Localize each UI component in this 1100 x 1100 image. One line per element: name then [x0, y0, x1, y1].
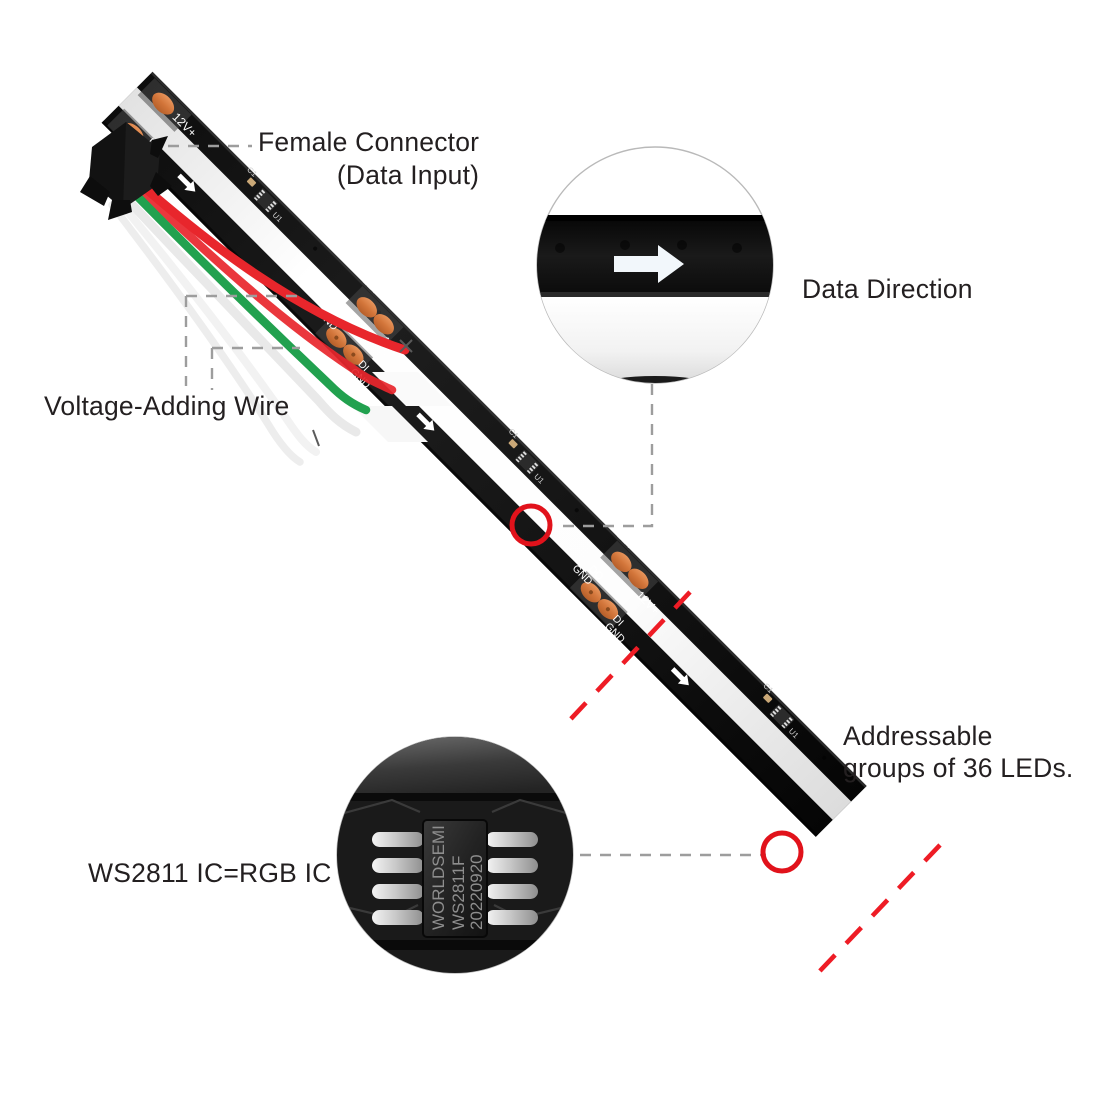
- capacitor-c1: [246, 177, 257, 187]
- wire-tip-marks: [312, 339, 413, 447]
- wire-tip-x-mark: [399, 339, 413, 353]
- highlight-arrow-circle: [509, 503, 553, 547]
- inset-data-arrow-icon: [614, 245, 684, 283]
- data-direction-inset: [536, 146, 774, 384]
- leader-data-direction: [556, 384, 654, 528]
- chip-text-datecode: 20220920: [467, 854, 486, 930]
- pad-12v-b: [628, 568, 649, 589]
- chip-text-worldsemi: WORLDSEMI: [429, 825, 448, 930]
- highlight-circles: [509, 503, 804, 874]
- ic-chip-small: [769, 704, 794, 729]
- leader-voltage-bracket-inner: [210, 346, 300, 390]
- leader-voltage-bracket-outer: [184, 294, 302, 386]
- female-connector: [80, 122, 172, 220]
- connector-latch-bottom: [108, 200, 132, 220]
- data-arrow-icon: [177, 173, 196, 192]
- ws2811-ic-inset: WORLDSEMI WS2811F 20220920: [336, 736, 574, 974]
- inset-strip-surface-top: [337, 737, 573, 799]
- cut-markers: [566, 590, 942, 977]
- wire-voltage-adding-a: [114, 196, 320, 456]
- wire-ground: [119, 191, 361, 437]
- connector-latch-top: [150, 136, 168, 158]
- connector-latch-right: [150, 172, 172, 196]
- wire-tip-slash-mark: [312, 429, 320, 447]
- solder-pad-12v: [152, 92, 175, 115]
- strip-cob-diffuser: [118, 87, 852, 820]
- inset-diffuser: [537, 297, 773, 383]
- ic-chip-body: [422, 819, 488, 938]
- cut-line-1: [566, 590, 692, 724]
- highlight-ic-circle: [760, 830, 804, 874]
- capacitor-c1: [508, 439, 518, 449]
- wire-harness: [108, 176, 410, 466]
- label-ws2811-ic: WS2811 IC=RGB IC: [88, 858, 332, 888]
- cut-point-2-pads: 12V+ 12V+ DO GND DI GND: [570, 529, 662, 645]
- capacitor-c1: [763, 693, 773, 703]
- pad-12v-b: [373, 314, 394, 335]
- strip-data-arrows: [177, 173, 689, 686]
- data-arrow-icon: [670, 667, 689, 686]
- strip-head-sheath: [352, 372, 452, 442]
- cut-line-2: [814, 843, 942, 977]
- label-female-connector: Female Connector(Data Input): [258, 127, 480, 191]
- leader-lines: [168, 144, 766, 857]
- chip-text-model: WS2811F: [449, 856, 468, 930]
- wire-voltage-adding-b: [108, 201, 304, 466]
- connector-latch-left: [80, 176, 110, 206]
- pad-12v-a: [611, 551, 632, 573]
- led-strip-assembly: 12V+ DI GND C1: [101, 71, 867, 837]
- pad-12v-a: [356, 297, 377, 318]
- data-arrow-icon: [416, 412, 435, 431]
- label-voltage-adding-wire: Voltage-Adding Wire: [44, 391, 290, 421]
- wire-power-branch: [132, 181, 397, 395]
- ic-chip-small: [253, 188, 278, 213]
- ic-pins-right: [486, 832, 538, 925]
- wire-power-positive: [132, 176, 410, 355]
- ic-chip-small: [515, 450, 540, 475]
- label-data-direction: Data Direction: [802, 274, 973, 304]
- ic-pins-left: [372, 832, 424, 925]
